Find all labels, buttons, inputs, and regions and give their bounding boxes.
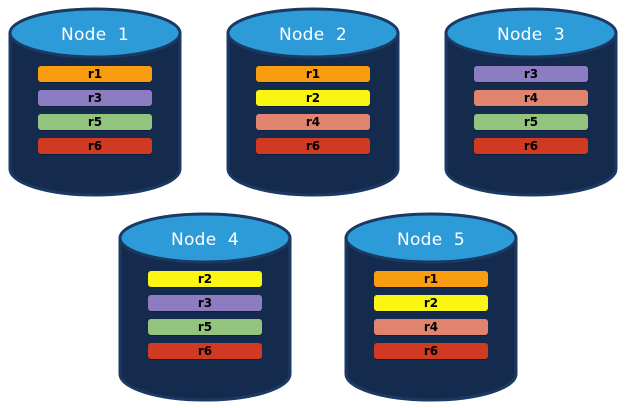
replica-bar[interactable]: r4 bbox=[256, 114, 370, 130]
replica-bar[interactable]: r1 bbox=[374, 271, 488, 287]
node-cylinder-1[interactable]: Node 1 r1 r3 r5 r6 bbox=[8, 7, 182, 197]
replica-bar[interactable]: r2 bbox=[256, 90, 370, 106]
replica-bar[interactable]: r6 bbox=[256, 138, 370, 154]
replica-bar[interactable]: r6 bbox=[374, 343, 488, 359]
replica-bar[interactable]: r2 bbox=[374, 295, 488, 311]
replica-bar[interactable]: r1 bbox=[256, 66, 370, 82]
replica-bar[interactable]: r2 bbox=[148, 271, 262, 287]
replica-bar[interactable]: r3 bbox=[474, 66, 588, 82]
node-cylinder-5[interactable]: Node 5 r1 r2 r4 r6 bbox=[344, 212, 518, 402]
replica-list: r2 r3 r5 r6 bbox=[148, 271, 262, 359]
replica-bar[interactable]: r5 bbox=[38, 114, 152, 130]
replica-bar[interactable]: r4 bbox=[474, 90, 588, 106]
replica-list: r3 r4 r5 r6 bbox=[474, 66, 588, 154]
replica-bar[interactable]: r1 bbox=[38, 66, 152, 82]
replica-bar[interactable]: r6 bbox=[148, 343, 262, 359]
replica-list: r1 r2 r4 r6 bbox=[374, 271, 488, 359]
replica-list: r1 r2 r4 r6 bbox=[256, 66, 370, 154]
replica-bar[interactable]: r5 bbox=[474, 114, 588, 130]
replica-bar[interactable]: r5 bbox=[148, 319, 262, 335]
node-cylinder-3[interactable]: Node 3 r3 r4 r5 r6 bbox=[444, 7, 618, 197]
node-cylinder-4[interactable]: Node 4 r2 r3 r5 r6 bbox=[118, 212, 292, 402]
replica-bar[interactable]: r6 bbox=[474, 138, 588, 154]
replica-bar[interactable]: r4 bbox=[374, 319, 488, 335]
replica-bar[interactable]: r3 bbox=[38, 90, 152, 106]
node-cylinder-2[interactable]: Node 2 r1 r2 r4 r6 bbox=[226, 7, 400, 197]
replica-bar[interactable]: r3 bbox=[148, 295, 262, 311]
replica-bar[interactable]: r6 bbox=[38, 138, 152, 154]
replica-list: r1 r3 r5 r6 bbox=[38, 66, 152, 154]
